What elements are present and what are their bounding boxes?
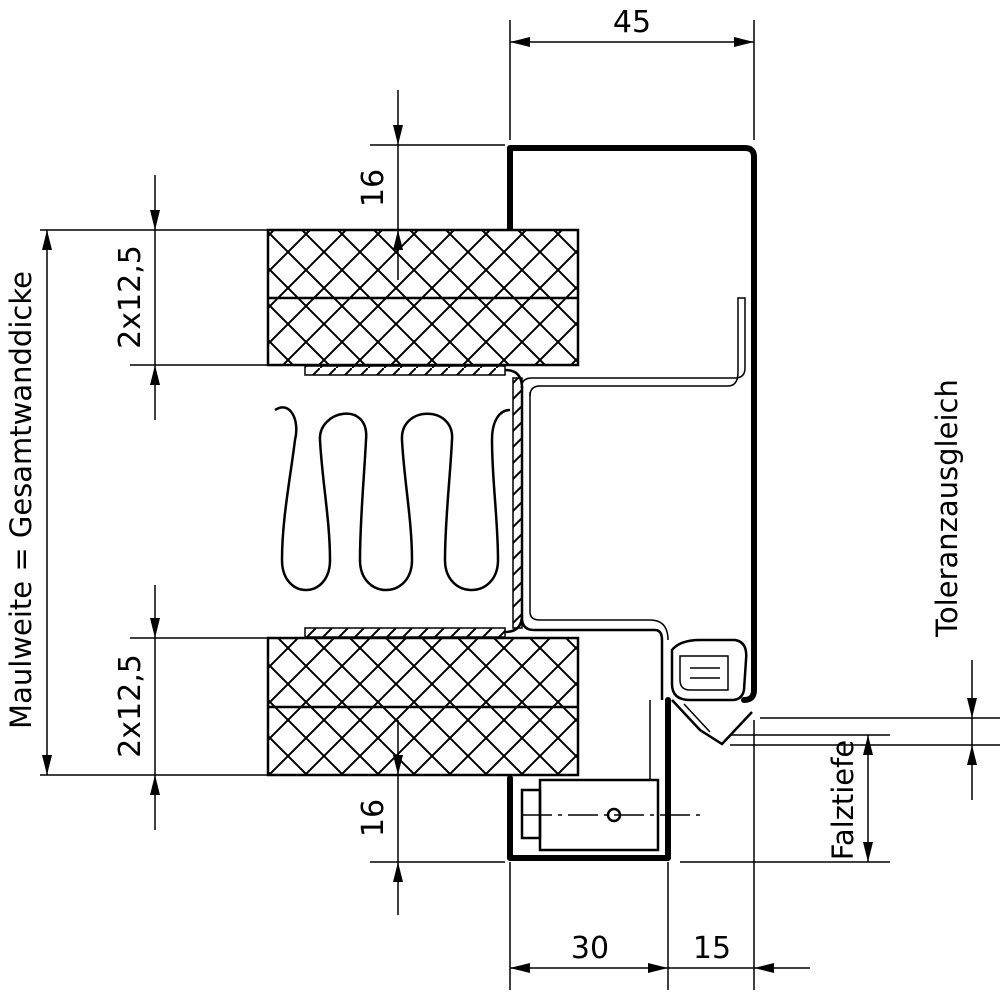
dimension-upper-board: 2x12,5 — [113, 175, 268, 420]
dim-lower-16-text: 16 — [356, 799, 391, 837]
lower-gypsum-board — [266, 636, 580, 777]
dim-upper-board-text: 2x12,5 — [113, 245, 148, 349]
dim-30-text: 30 — [571, 931, 609, 966]
door-seal — [670, 638, 753, 746]
tolerance-label: Toleranzausgleich — [930, 379, 964, 638]
insulation — [274, 406, 511, 592]
metal-stud — [304, 365, 524, 638]
upper-gypsum-board — [266, 228, 580, 367]
wall-thickness-label: Maulweite = Gesamtwanddicke — [4, 271, 38, 729]
dimension-45: 45 — [509, 5, 755, 140]
dimension-upper-16: 16 — [356, 90, 505, 280]
dimension-lower-board: 2x12,5 — [40, 585, 268, 830]
dim-15-text: 15 — [693, 931, 731, 966]
rebate-depth-label: Falztiefe — [826, 740, 860, 860]
dimension-lower-16: 16 — [356, 720, 505, 915]
dimension-bottom: 30 15 — [509, 720, 810, 990]
dimension-wall-thickness: Maulweite = Gesamtwanddicke — [4, 229, 130, 775]
dim-upper-16-text: 16 — [356, 169, 391, 207]
anchor-fixing — [520, 700, 700, 852]
dim-lower-board-text: 2x12,5 — [113, 654, 148, 758]
steel-frame — [507, 145, 757, 861]
dimension-rebate-depth: Falztiefe — [680, 734, 890, 863]
dim-45-text: 45 — [613, 5, 651, 40]
dimension-tolerance: Toleranzausgleich — [730, 379, 1000, 800]
